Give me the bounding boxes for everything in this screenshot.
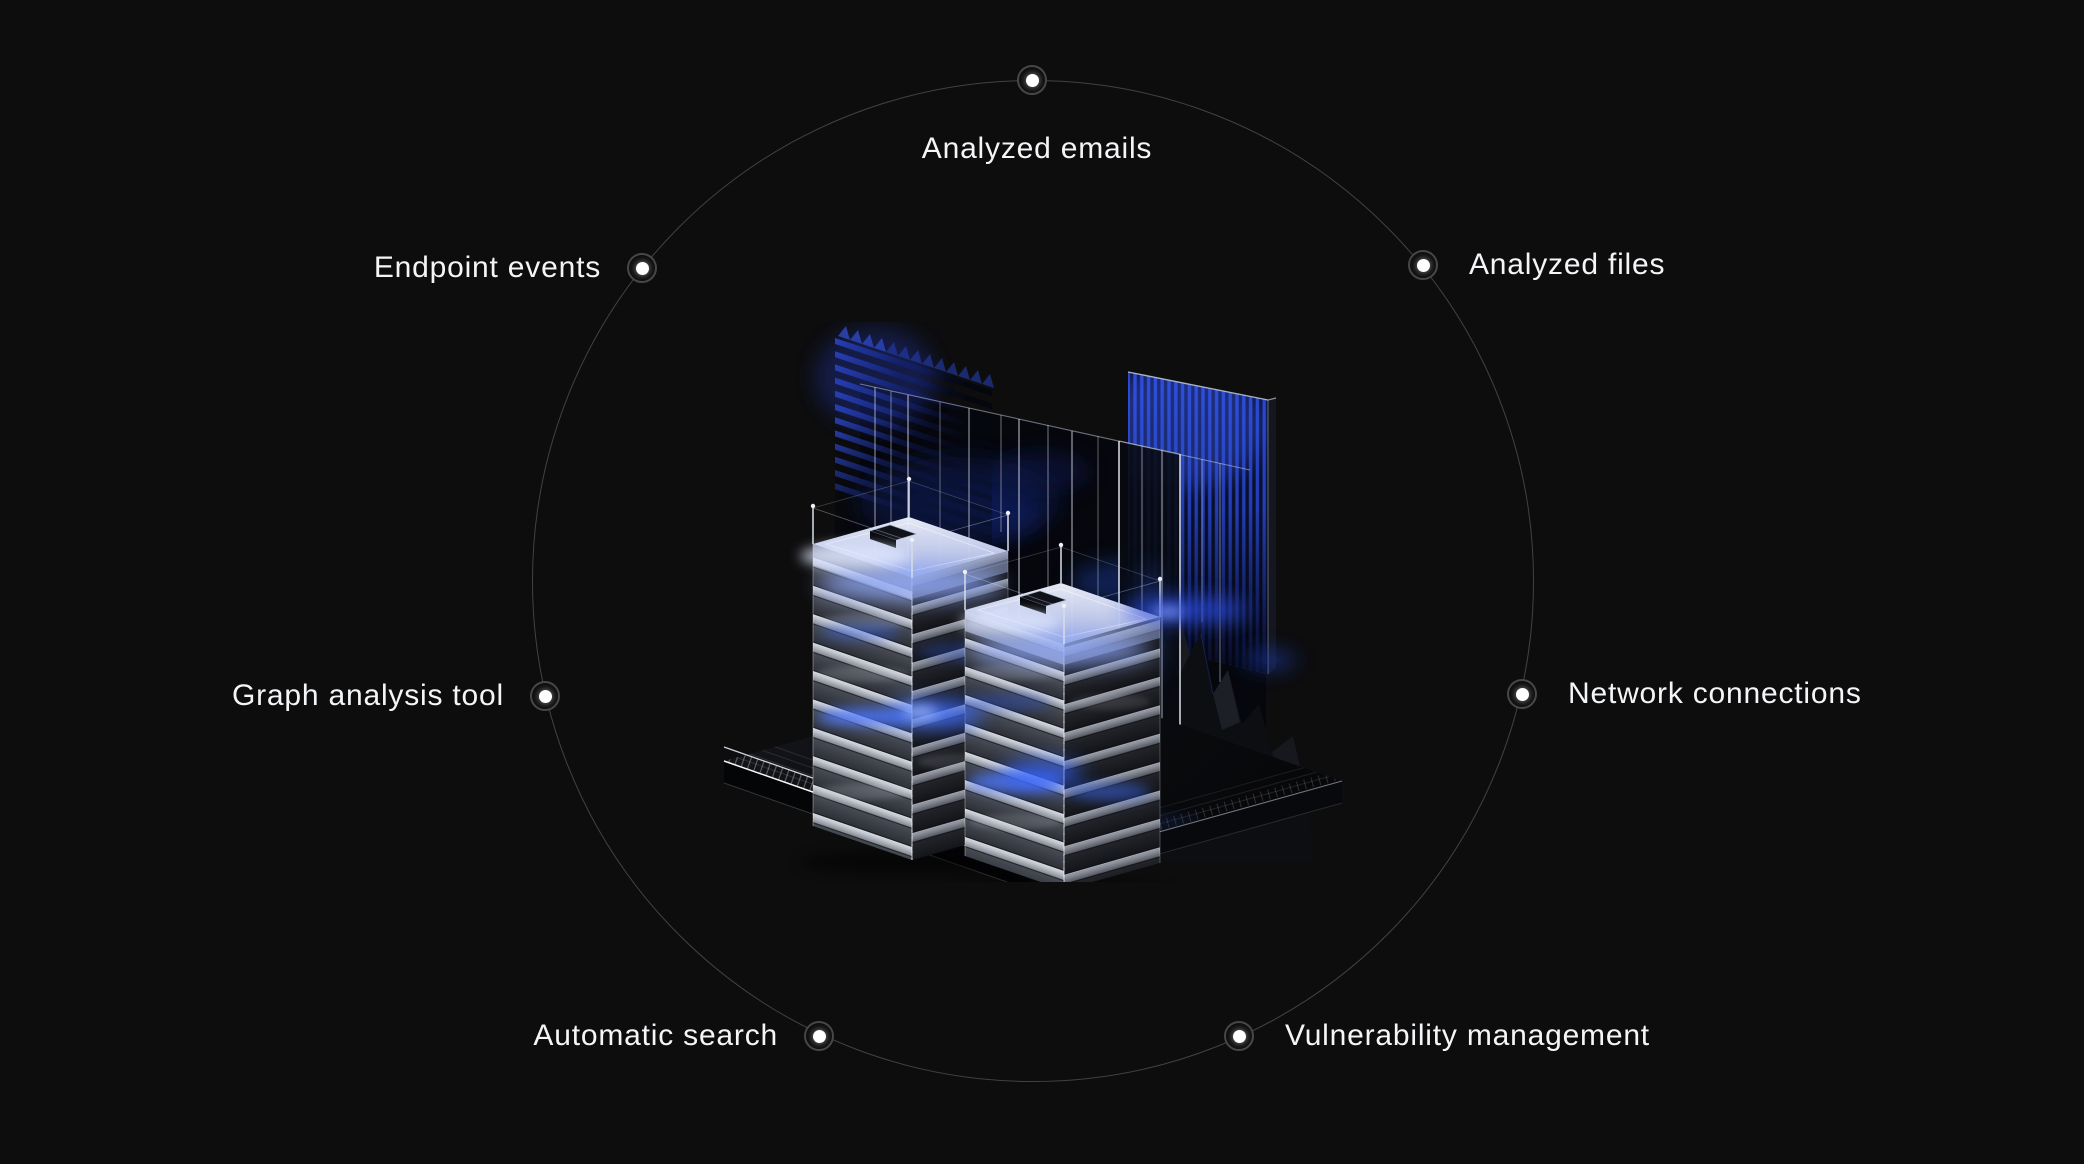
node-dot-icon [804, 1021, 834, 1051]
node-dot-icon [1224, 1021, 1254, 1051]
server-towers-illustration [723, 326, 1343, 882]
node-dot-core [1025, 73, 1039, 87]
node-dot-core [635, 261, 649, 275]
node-label-vulnerability-management: Vulnerability management [1285, 1019, 1650, 1052]
node-dot-core [1232, 1029, 1246, 1043]
node-label-automatic-search: Automatic search [533, 1019, 778, 1052]
node-dot-core [538, 689, 552, 703]
node-label-analyzed-emails: Analyzed emails [921, 132, 1153, 165]
node-dot-icon [1408, 250, 1438, 280]
node-label-analyzed-files: Analyzed files [1469, 248, 1666, 281]
node-label-endpoint-events: Endpoint events [373, 251, 601, 284]
node-dot-icon [1017, 65, 1047, 95]
node-dot-core [1515, 687, 1529, 701]
node-dot-core [812, 1029, 826, 1043]
node-dot-icon [1507, 679, 1537, 709]
server-tower-right [960, 542, 1163, 882]
node-dot-core [1416, 258, 1430, 272]
node-dot-icon [627, 253, 657, 283]
node-dot-icon [530, 681, 560, 711]
node-label-network-connections: Network connections [1568, 677, 1862, 710]
blue-glows [887, 598, 1296, 788]
node-label-graph-analysis-tool: Graph analysis tool [231, 679, 504, 712]
